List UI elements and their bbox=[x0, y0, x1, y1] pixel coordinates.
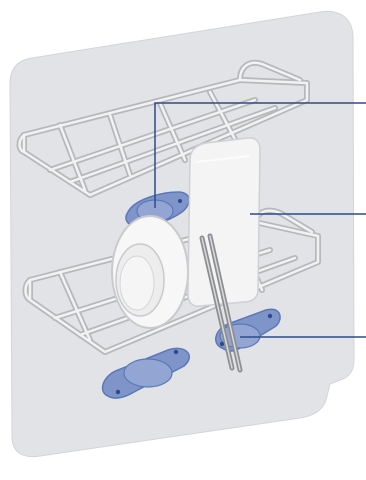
cutting-board bbox=[188, 138, 260, 306]
plate bbox=[112, 216, 188, 328]
